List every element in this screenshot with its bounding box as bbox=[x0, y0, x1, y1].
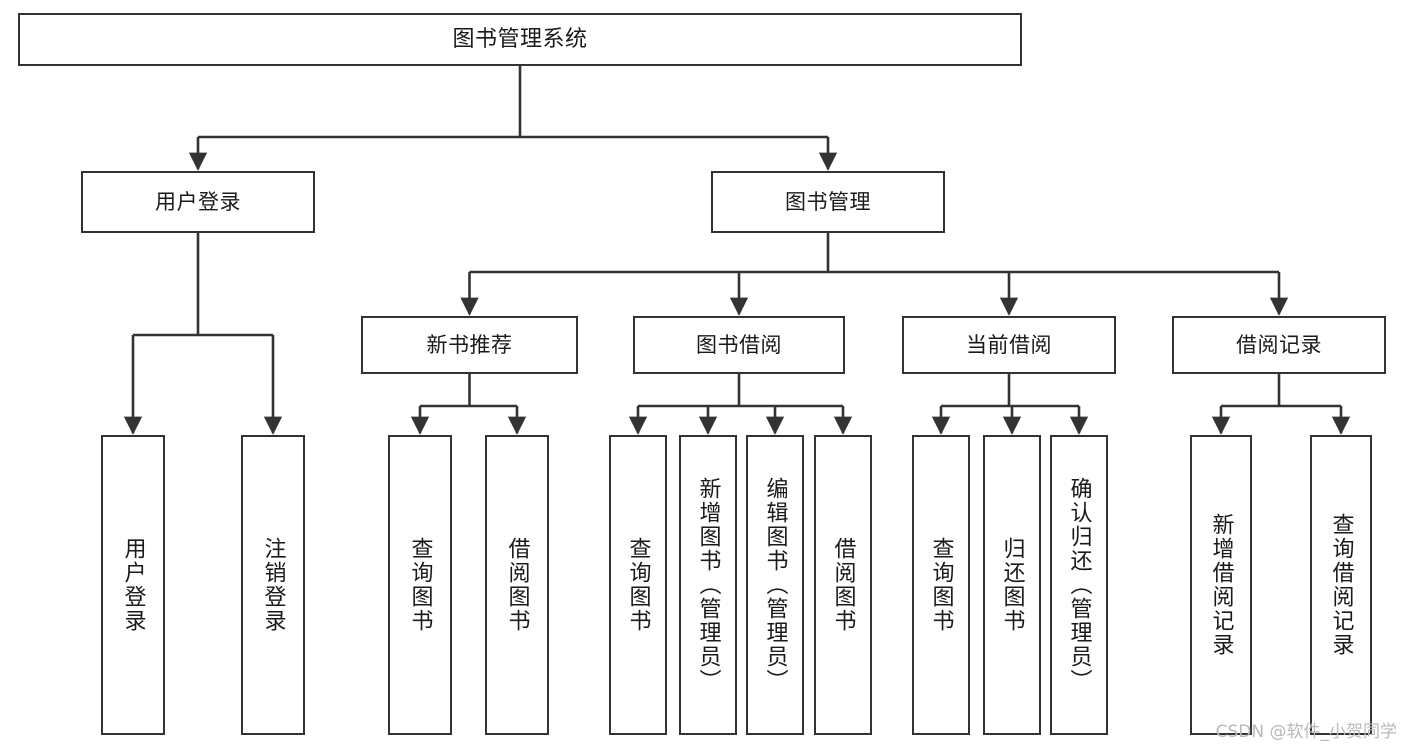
node-label: 查询图书 bbox=[625, 537, 651, 633]
node-label: 查询图书 bbox=[928, 537, 954, 633]
node-label: 用户登录 bbox=[120, 537, 146, 633]
node-borrow_record[interactable]: 借阅记录 bbox=[1172, 316, 1386, 374]
node-leaf_query_book_1[interactable]: 查询图书 bbox=[388, 435, 452, 735]
node-label: 当前借阅 bbox=[966, 332, 1052, 357]
node-label: 图书借阅 bbox=[696, 332, 782, 357]
watermark: CSDN @软件_小贺同学 bbox=[1215, 722, 1397, 742]
node-current_borrow[interactable]: 当前借阅 bbox=[902, 316, 1116, 374]
node-label: 查询借阅记录 bbox=[1328, 513, 1354, 657]
node-label: 注销登录 bbox=[260, 537, 286, 633]
node-root[interactable]: 图书管理系统 bbox=[18, 13, 1022, 66]
node-leaf_user_login[interactable]: 用户登录 bbox=[101, 435, 165, 735]
node-leaf_confirm_ret[interactable]: 确认归还（管理员） bbox=[1050, 435, 1108, 735]
node-label: 编辑图书（管理员） bbox=[762, 477, 788, 693]
node-label: 确认归还（管理员） bbox=[1066, 477, 1092, 693]
node-label: 借阅图书 bbox=[830, 537, 856, 633]
node-label: 查询图书 bbox=[407, 537, 433, 633]
node-label: 用户登录 bbox=[155, 189, 241, 214]
node-leaf_query_record[interactable]: 查询借阅记录 bbox=[1310, 435, 1372, 735]
node-leaf_edit_book[interactable]: 编辑图书（管理员） bbox=[746, 435, 804, 735]
node-book_manage[interactable]: 图书管理 bbox=[711, 171, 945, 233]
node-label: 图书管理系统 bbox=[452, 26, 588, 52]
node-label: 归还图书 bbox=[999, 537, 1025, 633]
node-leaf_add_book[interactable]: 新增图书（管理员） bbox=[679, 435, 737, 735]
node-leaf_borrow_book_2[interactable]: 借阅图书 bbox=[814, 435, 872, 735]
node-user_login[interactable]: 用户登录 bbox=[81, 171, 315, 233]
node-label: 借阅图书 bbox=[504, 537, 530, 633]
node-label: 图书管理 bbox=[785, 189, 871, 214]
node-label: 新增借阅记录 bbox=[1208, 513, 1234, 657]
node-label: 新增图书（管理员） bbox=[695, 477, 721, 693]
node-leaf_borrow_book_1[interactable]: 借阅图书 bbox=[485, 435, 549, 735]
node-label: 新书推荐 bbox=[426, 332, 513, 357]
node-leaf_query_book_3[interactable]: 查询图书 bbox=[912, 435, 970, 735]
node-leaf_user_logout[interactable]: 注销登录 bbox=[241, 435, 305, 735]
node-leaf_add_record[interactable]: 新增借阅记录 bbox=[1190, 435, 1252, 735]
node-book_borrow[interactable]: 图书借阅 bbox=[633, 316, 845, 374]
node-leaf_query_book_2[interactable]: 查询图书 bbox=[609, 435, 667, 735]
node-leaf_return_book[interactable]: 归还图书 bbox=[983, 435, 1041, 735]
node-label: 借阅记录 bbox=[1236, 332, 1322, 357]
node-new_book_rec[interactable]: 新书推荐 bbox=[361, 316, 578, 374]
